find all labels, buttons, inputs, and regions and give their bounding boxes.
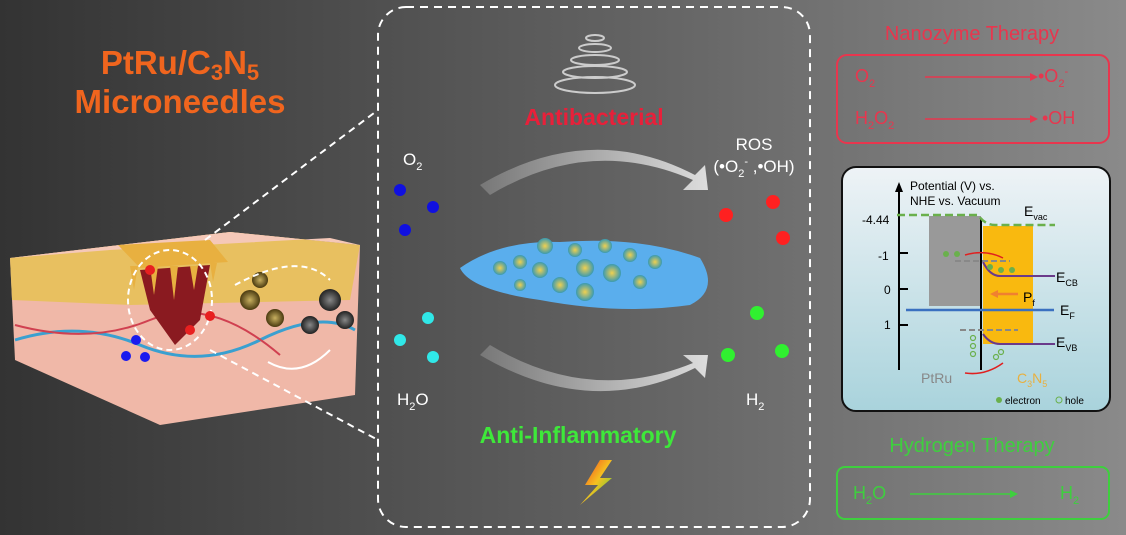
svg-text:C3N5: C3N5 — [1017, 370, 1047, 389]
center-dashed-panel — [377, 6, 811, 528]
svg-text:Pf: Pf — [1023, 289, 1035, 308]
svg-text:O2: O2 — [855, 66, 875, 90]
svg-text:NHE vs. Vacuum: NHE vs. Vacuum — [910, 194, 1000, 208]
nanozyme-therapy-title: Nanozyme Therapy — [885, 23, 1059, 45]
nanozyme-panel — [836, 54, 1110, 144]
h2o-molecules — [394, 312, 439, 363]
svg-text:H2O2: H2O2 — [855, 108, 894, 132]
svg-text:electron: electron — [1005, 396, 1041, 407]
svg-text:Potential (V) vs.: Potential (V) vs. — [910, 179, 995, 193]
svg-text:ECB: ECB — [1056, 269, 1078, 288]
zoom-line-bottom — [209, 349, 379, 441]
band-diagram: Potential (V) vs. NHE vs. Vacuum -4.44 -… — [841, 166, 1111, 412]
svg-text:ROS: ROS — [736, 135, 773, 154]
svg-text:Evac: Evac — [1024, 203, 1048, 222]
lightning-icon — [580, 460, 612, 505]
svg-text:EF: EF — [1060, 302, 1075, 321]
svg-text:EVB: EVB — [1056, 334, 1077, 353]
svg-text:H2: H2 — [1060, 483, 1079, 507]
anti-inflammatory-label: Anti-Inflammatory — [480, 422, 677, 448]
hydrogen-therapy-title: Hydrogen Therapy — [889, 435, 1054, 457]
svg-text:PtRu: PtRu — [921, 370, 952, 386]
svg-text:-1: -1 — [878, 249, 889, 263]
svg-text:-4.44: -4.44 — [862, 213, 890, 227]
curved-arrow-top-icon — [480, 149, 708, 195]
nanozyme-reactions: O2 •O2- H2O2 •OH — [855, 66, 1075, 132]
svg-text:1: 1 — [884, 318, 891, 332]
h2-molecules — [721, 306, 789, 362]
antibacterial-label: Antibacterial — [524, 104, 663, 130]
svg-text:0: 0 — [884, 283, 891, 297]
ros-label: ROS (•O2- ,•OH) — [713, 135, 794, 180]
hydrogen-reaction: H2O H2 — [853, 483, 1079, 507]
svg-text:•O2-: •O2- — [1038, 66, 1068, 90]
svg-text:H2O: H2O — [853, 483, 886, 507]
hydrogen-panel — [836, 466, 1110, 520]
svg-text:(•O2- ,•OH): (•O2- ,•OH) — [713, 156, 794, 180]
light-coil-icon — [554, 34, 636, 94]
skin-tissue-illustration — [10, 232, 360, 425]
svg-text:PtRu/C3N5: PtRu/C3N5 — [101, 44, 259, 85]
h2o-label: H2O — [397, 390, 429, 413]
o2-molecules — [394, 184, 439, 236]
o2-label: O2 — [403, 150, 422, 173]
svg-text:•OH: •OH — [1042, 108, 1075, 128]
svg-text:Microneedles: Microneedles — [75, 83, 286, 120]
curved-arrow-bottom-icon — [480, 345, 708, 392]
nanosheet-illustration — [460, 238, 708, 309]
main-title: PtRu/C3N5 Microneedles — [75, 44, 286, 120]
ros-molecules — [719, 195, 790, 245]
svg-text:hole: hole — [1065, 396, 1084, 407]
zoom-line-top — [204, 109, 379, 241]
h2-label: H2 — [746, 390, 764, 413]
